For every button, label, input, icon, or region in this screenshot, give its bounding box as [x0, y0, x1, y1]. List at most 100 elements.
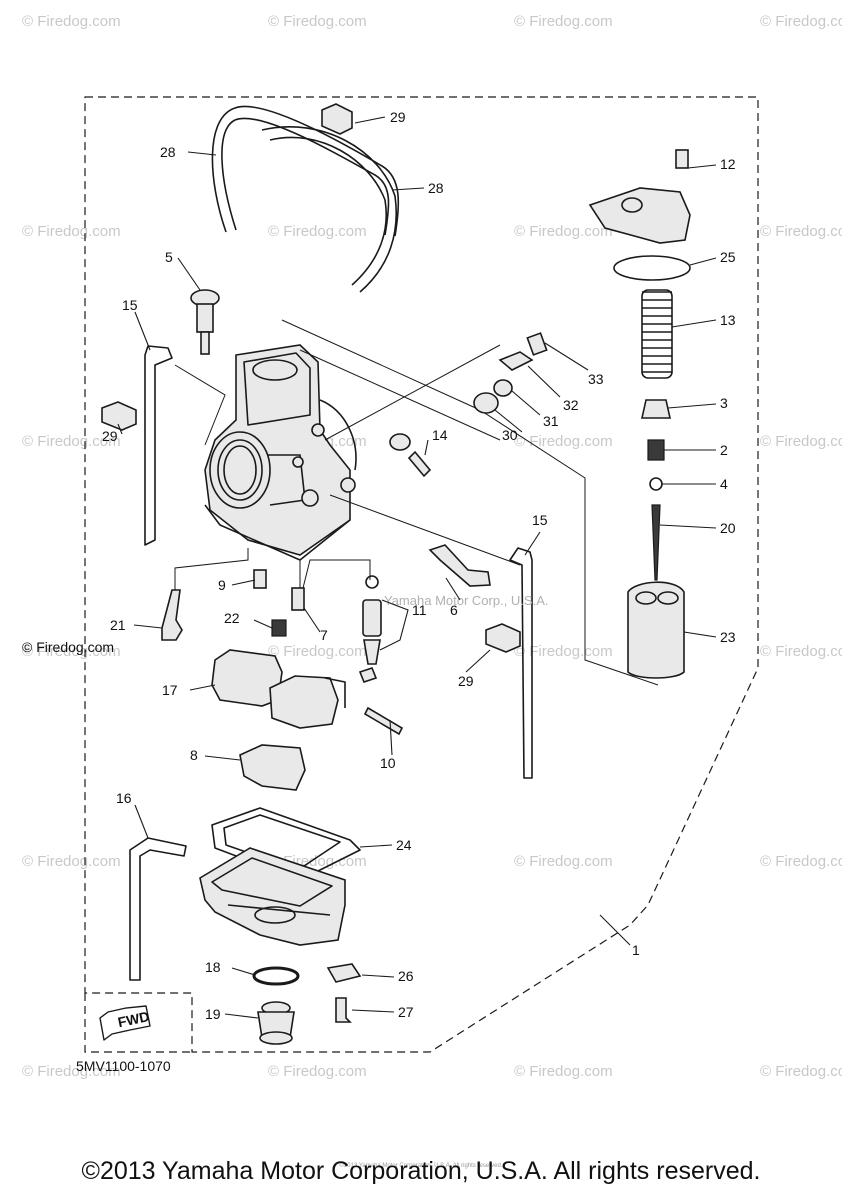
vent-hose-28b-inner — [261, 126, 398, 293]
leader-slot — [299, 349, 501, 441]
callout-5: 5 — [165, 249, 173, 265]
throttle-stop-parts — [473, 332, 548, 414]
overflow-hose-15-right — [509, 547, 533, 779]
starter-plunger-5 — [190, 289, 220, 355]
leader-bottom-2 — [299, 559, 371, 601]
fwd-label: FWD — [116, 1008, 151, 1030]
watermark-text: © Firedog.com — [22, 433, 121, 450]
overflow-hose-15-left — [144, 345, 173, 546]
plunger-21 — [161, 589, 183, 641]
vent-hose-28b — [269, 136, 387, 286]
callout-25: 25 — [720, 249, 736, 265]
callout-29-right: 29 — [458, 673, 474, 689]
pilot-screw-14 — [389, 433, 432, 478]
watermark-text-dark: © Firedog.com — [22, 639, 114, 655]
callout-7: 7 — [320, 627, 328, 643]
screw-7 — [291, 587, 305, 611]
bracket-26 — [326, 963, 362, 983]
callout-22: 22 — [224, 610, 240, 626]
callout-19-label: 19 — [205, 1006, 221, 1022]
callout-14-label: 14 — [432, 427, 448, 443]
callout-20: 20 — [720, 520, 736, 536]
fwd-box-line — [84, 993, 192, 1053]
callout-9: 9 — [218, 577, 226, 593]
watermark-text: © Firedog.com — [268, 13, 367, 30]
callout-27: 27 — [398, 1004, 414, 1020]
callout-23: 23 — [720, 629, 736, 645]
callout-15-right: 15 — [532, 512, 548, 528]
watermark-text: © Firedog.com — [760, 643, 842, 660]
callout-leaders — [117, 116, 717, 1019]
float-17 — [211, 649, 346, 729]
callout-32: 32 — [563, 397, 579, 413]
leader-to-slide — [281, 319, 659, 686]
drawing-code: 5MV1100-1070 — [76, 1058, 171, 1074]
callout-18: 18 — [205, 959, 221, 975]
leader-needle-jet — [329, 494, 521, 566]
drain-hose-16 — [129, 837, 187, 981]
watermark-text: © Firedog.com — [760, 13, 842, 30]
watermark-text: © Firedog.com — [514, 1063, 613, 1080]
watermark-text: © Firedog.com — [22, 223, 121, 240]
watermark-text: © Firedog.com — [22, 643, 121, 660]
watermark-text: © Firedog.com — [268, 223, 367, 240]
copyright-microprint: ©2013 Yamaha Motor Corporation, U.S.A. A… — [339, 1163, 503, 1169]
watermark-text: © Firedog.com — [514, 433, 613, 450]
callout-labels: 29 28 28 5 15 12 25 13 3 2 4 20 23 33 32… — [102, 109, 736, 1022]
screw-9 — [253, 569, 267, 589]
watermark-text: © Firedog.com — [514, 853, 613, 870]
watermark-text: © Firedog.com — [514, 223, 613, 240]
watermark-text: © Firedog.com — [268, 1063, 367, 1080]
hose-clamp-29-left — [101, 401, 137, 431]
callout-8: 8 — [190, 747, 198, 763]
watermark-text: © Firedog.com — [760, 1063, 842, 1080]
jet-22 — [271, 619, 287, 637]
watermark-text: © Firedog.com — [760, 433, 842, 450]
callout-21: 21 — [110, 617, 126, 633]
vent-hose-28a — [221, 117, 390, 236]
screw-27 — [335, 997, 352, 1023]
watermark-text: © Firedog.com — [268, 643, 367, 660]
leader-left — [174, 364, 226, 446]
assembly-boundary — [84, 96, 759, 1053]
callout-15-left: 15 — [122, 297, 138, 313]
watermark-grid: © Firedog.com© Firedog.com© Firedog.com©… — [22, 13, 842, 1080]
carburetor-body — [204, 344, 357, 561]
float-bowl — [199, 847, 346, 946]
copyright-footer: ©2013 Yamaha Motor Corporation, U.S.A. A… — [81, 1157, 761, 1185]
callout-28-right: 28 — [428, 180, 444, 196]
leader-bottom — [174, 548, 249, 590]
inline-watermark: Yamaha Motor Corp., U.S.A. — [384, 593, 549, 608]
hose-clamp-29-top — [321, 103, 353, 135]
callout-16-label: 16 — [116, 790, 132, 806]
callout-12: 12 — [720, 156, 736, 172]
callout-4: 4 — [720, 476, 728, 492]
callout-13: 13 — [720, 312, 736, 328]
callout-1: 1 — [632, 942, 640, 958]
part-8 — [239, 744, 306, 791]
drain-plug-19 — [257, 1001, 295, 1045]
callout-31: 31 — [543, 413, 559, 429]
jet-parts-6-11 — [358, 544, 491, 683]
callout-2: 2 — [720, 442, 728, 458]
top-cap-assembly — [588, 149, 691, 679]
gasket-24 — [211, 807, 361, 881]
leader-throttle — [324, 344, 501, 441]
callout-3: 3 — [720, 395, 728, 411]
watermark-text: © Firedog.com — [514, 13, 613, 30]
watermark-text: © Firedog.com — [760, 223, 842, 240]
gasket-24-inner — [223, 814, 341, 871]
callout-29-top: 29 — [390, 109, 406, 125]
callout-33: 33 — [588, 371, 604, 387]
watermark-text: © Firedog.com — [760, 853, 842, 870]
callout-17: 17 — [162, 682, 178, 698]
callout-28-left: 28 — [160, 144, 176, 160]
watermark-text: © Firedog.com — [514, 643, 613, 660]
callout-26: 26 — [398, 968, 414, 984]
callout-29-left: 29 — [102, 428, 118, 444]
fwd-arrow: FWD — [99, 1005, 151, 1041]
callout-10: 10 — [380, 755, 396, 771]
callout-24: 24 — [396, 837, 412, 853]
hose-clamp-29-right — [485, 623, 521, 653]
